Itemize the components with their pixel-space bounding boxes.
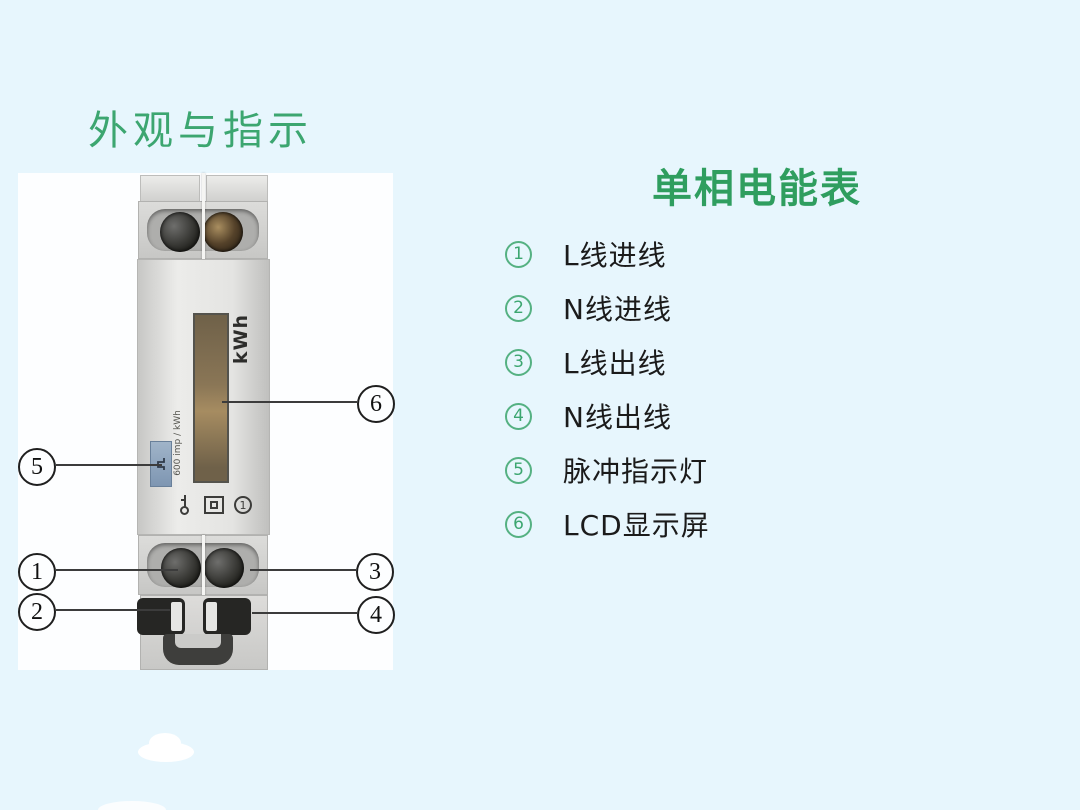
- pulse-rate-label: 600 imp / kWh: [173, 410, 183, 476]
- key-icon-ring: [180, 506, 189, 515]
- legend-list: 1 L线进线 2 N线进线 3 L线出线 4 N线出线 5 脉冲指示灯 6 LC…: [505, 227, 710, 551]
- leader-line-1: [56, 569, 178, 571]
- legend-number-badge: 1: [505, 240, 532, 268]
- meter-center-slot-bottom: [202, 535, 205, 595]
- legend-item-1: 1 L线进线: [505, 227, 710, 281]
- legend-item-label: L线进线: [563, 239, 667, 272]
- cable-entry-right: [203, 598, 251, 635]
- legend-item-label: 脉冲指示灯: [563, 455, 709, 488]
- key-icon-stem: [184, 495, 186, 507]
- legend-number-badge: 2: [505, 294, 532, 322]
- din-rail-clip: [163, 634, 233, 665]
- legend-item-label: L线出线: [563, 347, 667, 380]
- meter-center-slot-top: [202, 173, 205, 259]
- callout-1: 1: [18, 553, 56, 591]
- cable-clamp: [206, 602, 217, 631]
- callout-4: 4: [357, 596, 395, 634]
- meter-top-tab-left: [140, 175, 200, 203]
- kwh-unit-label: kWh: [230, 313, 252, 365]
- terminal-screw-n-out: [204, 548, 244, 588]
- panel-title: 单相电能表: [652, 166, 862, 212]
- lcd-display: [193, 313, 229, 483]
- meter-top-tab-right: [206, 175, 268, 203]
- callout-5: 5: [18, 448, 56, 486]
- cloud-decoration: [138, 733, 194, 762]
- legend-number-badge: 6: [505, 510, 532, 538]
- legend-number-badge: 5: [505, 456, 532, 484]
- legend-item-4: 4 N线出线: [505, 389, 710, 443]
- legend-item-5: 5 脉冲指示灯: [505, 443, 710, 497]
- legend-number-badge: 3: [505, 348, 532, 376]
- terminal-screw-l-out: [161, 548, 201, 588]
- callout-3: 3: [356, 553, 394, 591]
- accuracy-class-icon: 1: [234, 496, 252, 514]
- legend-item-6: 6 LCD显示屏: [505, 497, 710, 551]
- legend-item-label: LCD显示屏: [563, 509, 710, 542]
- key-icon-bit: [181, 499, 186, 501]
- cable-entry-left: [137, 598, 185, 635]
- leader-line-6: [222, 401, 357, 403]
- double-insulation-icon-inner: [210, 501, 218, 509]
- terminal-screw-l-in: [160, 212, 200, 252]
- legend-item-2: 2 N线进线: [505, 281, 710, 335]
- meter-photo: kWh 600 imp / kWh 1: [18, 173, 393, 670]
- leader-line-4: [252, 612, 357, 614]
- slide-title: 外观与指示: [88, 108, 313, 154]
- cloud-decoration: [98, 801, 166, 810]
- terminal-screw-n-in: [203, 212, 243, 252]
- double-insulation-icon: [204, 496, 224, 514]
- callout-2: 2: [18, 593, 56, 631]
- legend-item-3: 3 L线出线: [505, 335, 710, 389]
- cable-clamp: [171, 602, 182, 631]
- legend-item-label: N线进线: [563, 293, 672, 326]
- leader-line-5: [56, 464, 162, 466]
- din-rail-clip-cut: [175, 634, 221, 648]
- leader-line-3: [250, 569, 356, 571]
- legend-number-badge: 4: [505, 402, 532, 430]
- leader-line-2: [56, 609, 170, 611]
- key-icon: [178, 494, 192, 516]
- legend-item-label: N线出线: [563, 401, 672, 434]
- callout-6: 6: [357, 385, 395, 423]
